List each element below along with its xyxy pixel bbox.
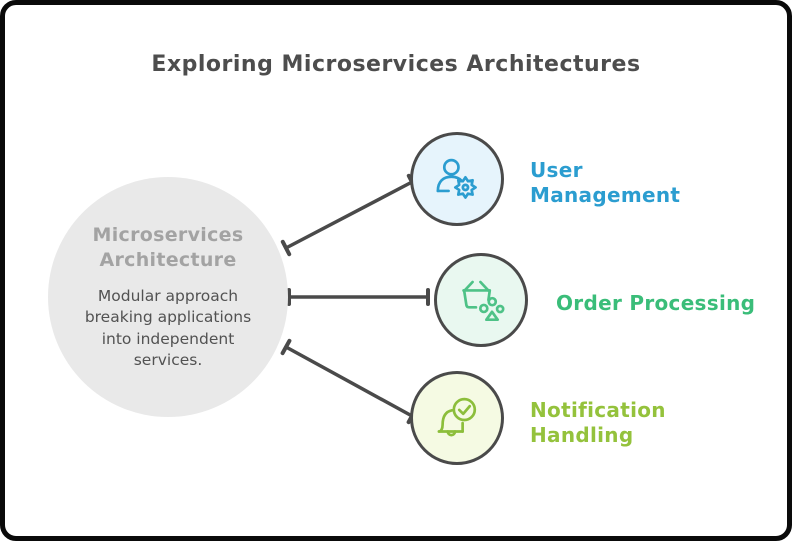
connector-line-notification: [280, 338, 418, 425]
label-line: User: [530, 158, 583, 182]
bell-check-icon: [437, 397, 477, 437]
main-node-description: Modular approach breaking applications i…: [84, 286, 252, 369]
node-notification-handling: [410, 371, 504, 465]
node-user-management: [410, 132, 504, 226]
main-node-heading: Microservices Architecture: [92, 223, 244, 271]
node-order-processing: [434, 253, 528, 347]
connector-line-order: [287, 288, 430, 306]
label-line: Handling: [530, 423, 634, 448]
main-node-circle: Microservices Architecture Modular appro…: [48, 177, 288, 417]
label-line: Management: [530, 183, 681, 208]
diagram-title: Exploring Microservices Architectures: [151, 52, 641, 77]
connector-line-user: [280, 173, 418, 257]
user-gear-icon: [436, 158, 477, 199]
label-user-management: User Management: [530, 158, 680, 209]
shopping-basket-icon: [462, 280, 505, 322]
label-line: Notification: [530, 398, 666, 422]
label-order-processing: Order Processing: [556, 291, 755, 316]
label-notification-handling: Notification Handling: [530, 398, 666, 449]
label-line: Order Processing: [556, 291, 756, 315]
